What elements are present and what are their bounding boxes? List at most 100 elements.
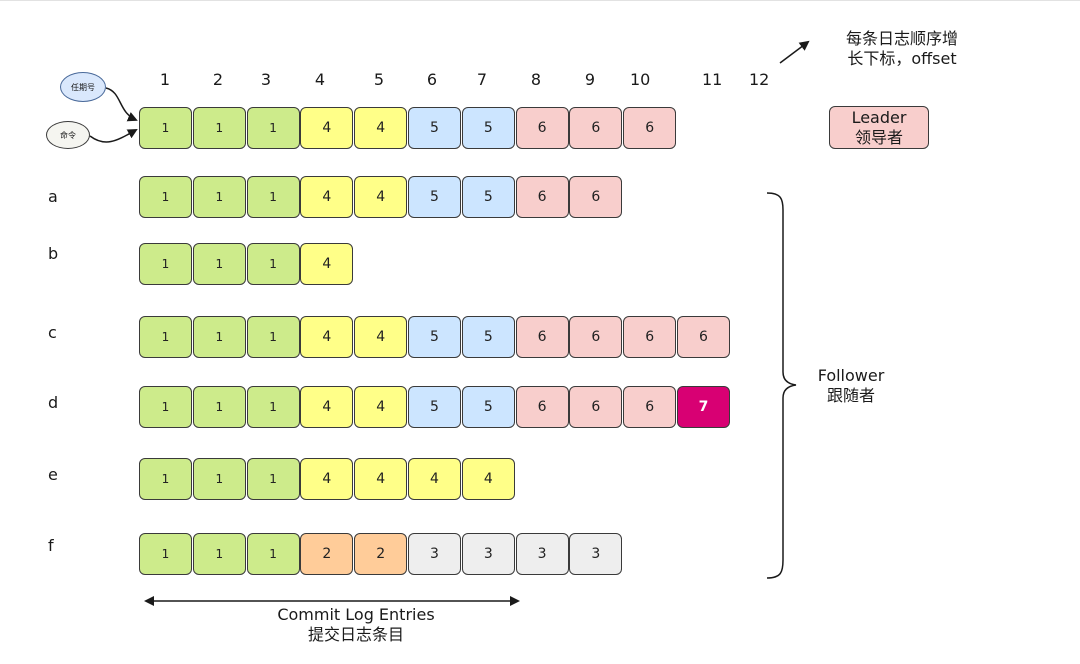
- follower-b-entry: 1: [139, 243, 192, 285]
- follower-d-entry: 6: [515, 386, 569, 428]
- log-index-label: 6: [426, 70, 438, 89]
- follower-f-entry: 3: [569, 533, 623, 575]
- follower-c-entry: 6: [623, 316, 677, 358]
- follower-e-entry: 4: [300, 458, 354, 500]
- command-bubble: 命令: [46, 121, 90, 149]
- follower-e-entry: 4: [408, 458, 461, 500]
- leader-entry: 5: [461, 107, 515, 149]
- leader-legend-title: Leader: [851, 107, 907, 127]
- follower-d-entry: 5: [408, 386, 461, 428]
- follower-label-d: d: [48, 393, 59, 412]
- follower-a-entry: 6: [515, 176, 569, 218]
- log-index-label: 10: [630, 70, 651, 89]
- follower-d-entry: 1: [246, 386, 300, 428]
- follower-b-entry: 1: [246, 243, 300, 285]
- follower-a-entry: 6: [569, 176, 623, 218]
- follower-label-b: b: [48, 244, 59, 263]
- log-index-label: 2: [212, 70, 224, 89]
- offset-note-line1: 每条日志顺序增: [845, 29, 958, 48]
- follower-d-entry: 6: [623, 386, 677, 428]
- log-index-label: 7: [476, 70, 488, 89]
- follower-a-entry: 4: [354, 176, 408, 218]
- follower-bracket: [766, 192, 797, 579]
- command-connector-arrow: [89, 129, 138, 143]
- leader-entry: 6: [623, 107, 677, 149]
- offset-arrow: [779, 40, 810, 64]
- term-connector-arrow: [105, 87, 138, 122]
- follower-c-entry: 1: [192, 316, 246, 358]
- commit-note-line2: 提交日志条目: [307, 625, 404, 644]
- leader-entry: 5: [408, 107, 461, 149]
- follower-f-entry: 2: [300, 533, 354, 575]
- leader-legend: Leader 领导者: [829, 106, 929, 149]
- follower-f-entry: 1: [139, 533, 192, 575]
- leader-entry: 1: [139, 107, 192, 149]
- follower-label-f: f: [48, 536, 54, 555]
- offset-note-line2: 长下标，offset: [847, 49, 957, 68]
- follower-f-entry: 1: [246, 533, 300, 575]
- follower-d-entry: 1: [139, 386, 192, 428]
- follower-d-entry: 1: [192, 386, 246, 428]
- follower-b-entry: 1: [192, 243, 246, 285]
- follower-e-entry: 1: [139, 458, 192, 500]
- follower-a-entry: 1: [246, 176, 300, 218]
- follower-f-entry: 3: [408, 533, 461, 575]
- follower-d-entry: 4: [354, 386, 408, 428]
- follower-f-entry: 2: [354, 533, 408, 575]
- follower-f-entry: 3: [515, 533, 569, 575]
- follower-c-entry: 1: [139, 316, 192, 358]
- follower-note-line2: 跟随者: [826, 386, 875, 405]
- leader-legend-subtitle: 领导者: [854, 127, 903, 147]
- leader-entry: 1: [192, 107, 246, 149]
- commit-note: Commit Log Entries 提交日志条目: [246, 605, 466, 645]
- follower-label-e: e: [48, 465, 58, 484]
- follower-d-entry: 6: [569, 386, 623, 428]
- follower-a-entry: 1: [139, 176, 192, 218]
- follower-a-entry: 5: [461, 176, 515, 218]
- top-border: [0, 0, 1080, 1]
- follower-label-a: a: [48, 187, 58, 206]
- leader-entry: 1: [246, 107, 300, 149]
- command-bubble-label: 命令: [60, 130, 76, 140]
- follower-c-entry: 5: [461, 316, 515, 358]
- term-bubble-label: 任期号: [71, 82, 95, 92]
- leader-entry: 6: [569, 107, 623, 149]
- commit-note-line1: Commit Log Entries: [277, 605, 435, 624]
- log-index-label: 5: [373, 70, 385, 89]
- follower-d-entry: 7: [677, 386, 730, 428]
- follower-b-entry: 4: [300, 243, 354, 285]
- leader-entry: 4: [300, 107, 354, 149]
- follower-e-entry: 4: [354, 458, 408, 500]
- leader-entry: 6: [515, 107, 569, 149]
- log-index-label: 4: [314, 70, 326, 89]
- follower-c-entry: 6: [677, 316, 730, 358]
- offset-note: 每条日志顺序增 长下标，offset: [832, 29, 972, 69]
- log-index-label: 8: [530, 70, 542, 89]
- follower-f-entry: 3: [461, 533, 515, 575]
- follower-e-entry: 1: [192, 458, 246, 500]
- follower-note: Follower 跟随者: [805, 366, 897, 406]
- follower-c-entry: 6: [515, 316, 569, 358]
- log-index-label: 3: [260, 70, 272, 89]
- log-index-label: 11: [702, 70, 723, 89]
- follower-d-entry: 5: [461, 386, 515, 428]
- follower-a-entry: 5: [408, 176, 461, 218]
- log-index-label: 9: [584, 70, 596, 89]
- follower-c-entry: 6: [569, 316, 623, 358]
- follower-c-entry: 1: [246, 316, 300, 358]
- follower-f-entry: 1: [192, 533, 246, 575]
- follower-label-c: c: [48, 323, 57, 342]
- log-index-label: 12: [749, 70, 770, 89]
- follower-c-entry: 4: [354, 316, 408, 358]
- follower-e-entry: 4: [461, 458, 515, 500]
- term-bubble: 任期号: [60, 72, 106, 102]
- follower-e-entry: 1: [246, 458, 300, 500]
- follower-a-entry: 1: [192, 176, 246, 218]
- follower-a-entry: 4: [300, 176, 354, 218]
- follower-c-entry: 5: [408, 316, 461, 358]
- follower-c-entry: 4: [300, 316, 354, 358]
- log-index-label: 1: [159, 70, 171, 89]
- leader-entry: 4: [354, 107, 408, 149]
